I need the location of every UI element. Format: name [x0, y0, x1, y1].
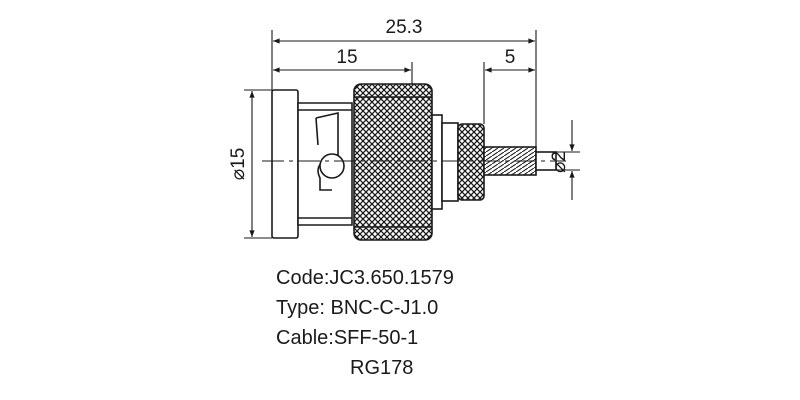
- spec-code: Code:JC3.650.1579: [276, 267, 454, 289]
- coupling-nut: [353, 83, 433, 241]
- front-flange: [271, 89, 299, 239]
- connector-body: [271, 83, 557, 241]
- dim-cable-length: [483, 62, 535, 124]
- dim-overall-label: 25.3: [386, 17, 423, 38]
- ferrule: [457, 123, 485, 201]
- dim-cable-diameter-label: ⌀2: [549, 151, 570, 173]
- spec-cable-alt: RG178: [350, 357, 414, 379]
- dim-cable-diameter: [556, 120, 580, 200]
- rear-body: [431, 114, 443, 210]
- dim-overall-length: [271, 30, 537, 147]
- spec-type: Type: BNC-C-J1.0: [276, 297, 439, 319]
- dim-body-diameter: [244, 89, 272, 239]
- rear-collar: [441, 122, 459, 202]
- spec-cable: Cable:SFF-50-1: [276, 327, 419, 349]
- bayonet-pin: [319, 153, 345, 179]
- dim-body-length: [272, 62, 413, 84]
- dim-body-diameter-label: ⌀15: [228, 148, 249, 181]
- dim-cable-label: 5: [505, 47, 516, 68]
- dim-body-label: 15: [336, 47, 357, 68]
